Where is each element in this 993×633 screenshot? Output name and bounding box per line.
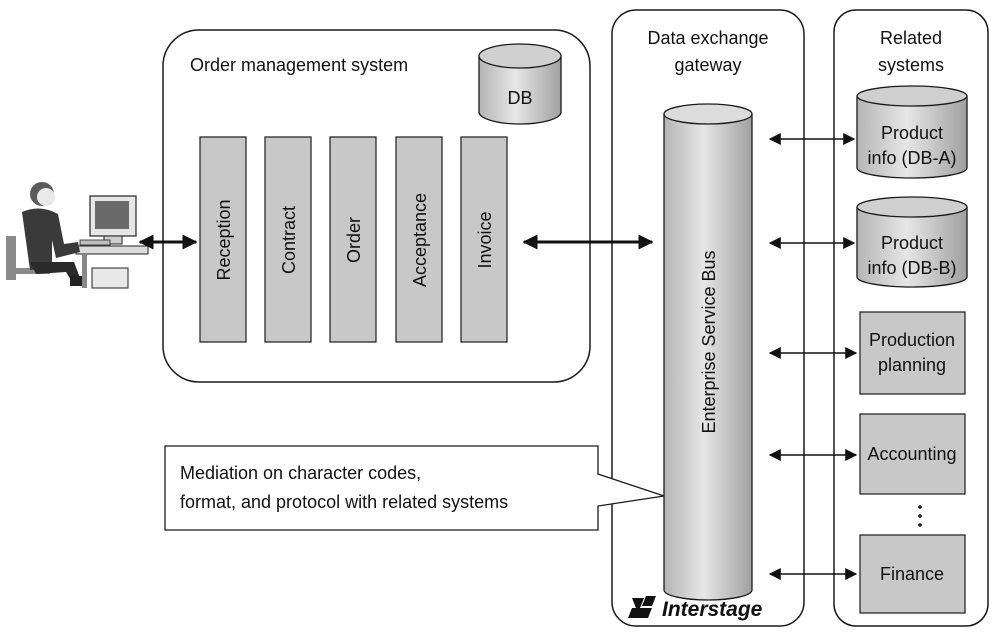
db-a-line1: Product — [881, 123, 943, 143]
module-contract: Contract — [264, 136, 312, 343]
related-title-line2: systems — [878, 55, 944, 75]
gateway-title-line1: Data exchange — [647, 28, 768, 48]
user-at-computer-icon — [6, 182, 149, 289]
module-reception: Reception — [199, 136, 247, 343]
accounting-box: Accounting — [859, 413, 966, 495]
callout-line1: Mediation on character codes, — [180, 463, 421, 483]
order-db-cylinder: DB — [478, 43, 562, 125]
interstage-logo-icon — [628, 596, 656, 618]
related-systems: Related systems Product info (DB-A) Prod… — [833, 9, 989, 627]
db-label: DB — [507, 88, 532, 108]
module-invoice: Invoice — [460, 136, 508, 343]
gateway-title-line2: gateway — [674, 55, 741, 75]
data-exchange-gateway: Data exchange gateway Enterprise Service… — [611, 9, 805, 627]
finance-label: Finance — [880, 564, 944, 584]
callout-line2: format, and protocol with related system… — [180, 492, 508, 512]
connectors — [138, 133, 858, 580]
finance-box: Finance — [859, 534, 966, 614]
production-planning-box: Production planning — [859, 311, 966, 395]
module-contract-label: Contract — [279, 206, 299, 274]
db-a-line2: info (DB-A) — [867, 148, 956, 168]
module-order-label: Order — [344, 217, 364, 263]
module-acceptance: Acceptance — [395, 136, 443, 343]
enterprise-service-bus-cylinder: Enterprise Service Bus — [663, 103, 753, 601]
product-info-db-b: Product info (DB-B) — [856, 196, 968, 288]
module-order: Order — [329, 136, 377, 343]
order-system-title: Order management system — [190, 55, 408, 75]
related-title-line1: Related — [880, 28, 942, 48]
db-b-line2: info (DB-B) — [867, 258, 956, 278]
order-management-system: Order management system DB Reception Con… — [162, 29, 591, 383]
accounting-label: Accounting — [867, 444, 956, 464]
production-line2: planning — [878, 355, 946, 375]
esb-label: Enterprise Service Bus — [699, 250, 719, 433]
module-reception-label: Reception — [214, 199, 234, 280]
mediation-callout: Mediation on character codes, format, an… — [164, 445, 665, 531]
module-invoice-label: Invoice — [475, 211, 495, 268]
db-b-line1: Product — [881, 233, 943, 253]
product-info-db-a: Product info (DB-A) — [856, 85, 968, 179]
more-systems-dots — [918, 505, 922, 527]
brand-label: Interstage — [662, 598, 763, 621]
module-acceptance-label: Acceptance — [410, 193, 430, 287]
production-line1: Production — [869, 330, 955, 350]
